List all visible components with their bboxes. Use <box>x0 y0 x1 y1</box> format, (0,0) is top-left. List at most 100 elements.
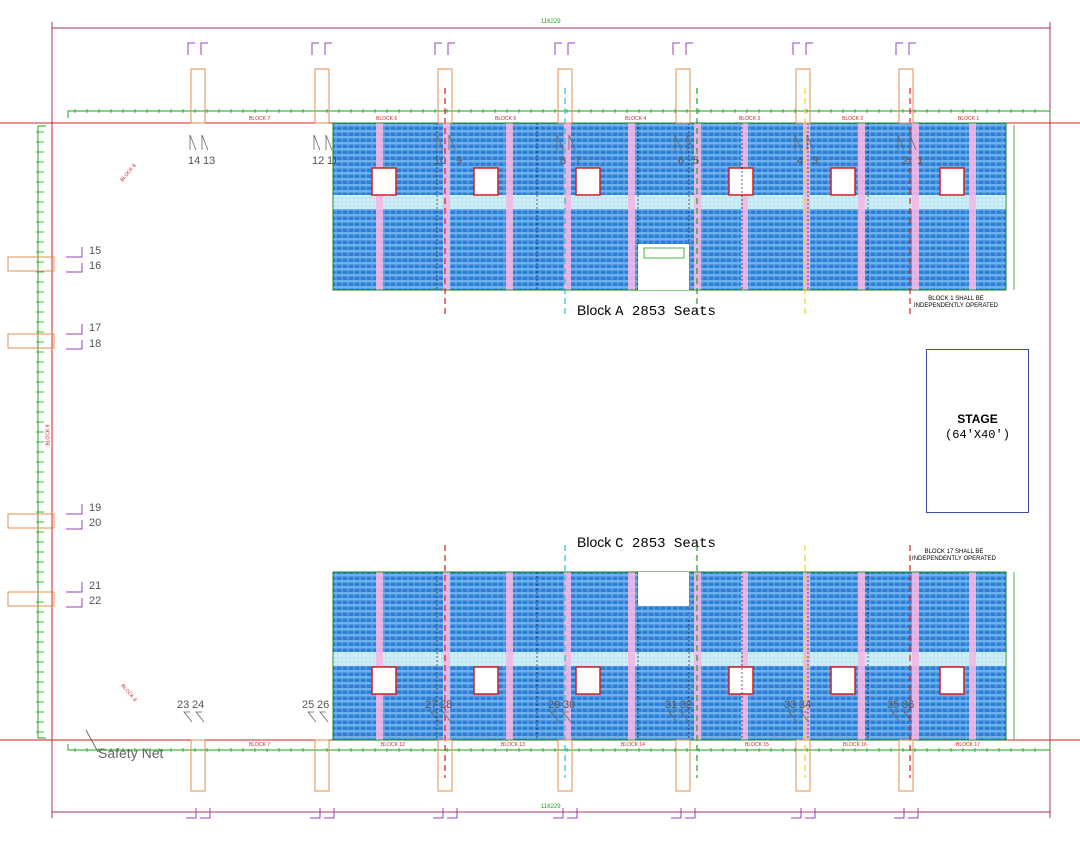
gate-number: 30 <box>563 699 576 711</box>
fence-bottom <box>67 744 1051 751</box>
door-symbol <box>66 263 83 273</box>
door-symbol <box>567 808 578 819</box>
block-a-word: Block <box>577 302 612 318</box>
door-symbol <box>433 808 444 819</box>
door-symbol <box>908 42 916 55</box>
gate-number: 2 <box>902 155 909 167</box>
gate-number: 11 <box>327 155 339 167</box>
door-symbol <box>183 711 193 723</box>
block-c-aisle <box>506 572 513 740</box>
gate-pillar-top <box>314 68 330 124</box>
block-a-aisle <box>628 123 635 290</box>
gate-number: 36 <box>902 699 915 711</box>
gate-number: 16 <box>89 260 102 272</box>
fence-top <box>67 110 1051 118</box>
gate-pillar-top <box>898 68 914 124</box>
door-symbol <box>553 808 564 819</box>
gate-pillar-bottom <box>557 739 573 792</box>
door-symbol <box>448 134 456 151</box>
block-c-vomitory <box>473 666 499 695</box>
door-symbol <box>200 808 211 819</box>
block-a-aisle <box>506 123 513 290</box>
door-symbol <box>909 134 917 151</box>
door-symbol <box>791 808 802 819</box>
block-a-aisle <box>969 123 976 290</box>
side-gate <box>7 513 55 529</box>
gate-pillar-top <box>675 68 691 124</box>
gate-number: 19 <box>89 502 102 514</box>
block-c-cross-aisle <box>333 652 1006 666</box>
gate-number: 31 <box>665 699 678 711</box>
door-symbol <box>554 42 562 55</box>
door-symbol <box>668 711 678 723</box>
block-c-aisle <box>858 572 865 740</box>
block-a-aisle <box>376 123 383 290</box>
door-symbol <box>66 340 83 350</box>
block-c-aisle <box>564 572 571 740</box>
block-a-title: Block A 2853 Seats <box>577 302 716 320</box>
stage-box: STAGE (64'X40') <box>926 349 1029 513</box>
door-symbol <box>788 711 798 723</box>
gate-pillar-top <box>557 68 573 124</box>
gate-number: 7 <box>575 155 582 167</box>
door-symbol <box>686 134 694 151</box>
door-symbol <box>310 808 321 819</box>
door-symbol <box>430 711 440 723</box>
gate-number: 6 <box>678 155 685 167</box>
stage-size: (64'X40') <box>945 428 1010 442</box>
block-label-bottom: BLOCK 14 <box>621 742 645 748</box>
block-c-aisle <box>741 572 748 740</box>
door-symbol <box>805 42 813 55</box>
door-symbol <box>201 134 209 151</box>
block17-note-line2: INDEPENDENTLY OPERATED <box>911 556 997 562</box>
block-a-aisle <box>443 123 450 290</box>
gate-number: 25 <box>302 699 315 711</box>
block-a-vomitory <box>728 167 754 196</box>
door-symbol <box>447 808 458 819</box>
block-c-aisle <box>803 572 810 740</box>
door-symbol <box>568 134 576 151</box>
block-label-bottom: BLOCK 7 <box>249 742 271 748</box>
door-symbol <box>447 42 455 55</box>
block-a-aisle <box>741 123 748 290</box>
block-a-aisle <box>912 123 919 290</box>
block-a-vomitory <box>371 167 397 196</box>
gate-number: 17 <box>89 322 102 334</box>
block17-note-line1: BLOCK 17 SHALL BE <box>924 549 984 555</box>
gate-number: 21 <box>89 580 102 592</box>
block-c-vomitory <box>939 666 965 695</box>
door-symbol <box>805 808 816 819</box>
gate-pillar-bottom <box>437 739 453 792</box>
block-label-top: BLOCK 1 <box>958 116 980 122</box>
block-c-vomitory <box>575 666 601 695</box>
gate-pillar-bottom <box>675 739 691 792</box>
gate-number: 29 <box>548 699 561 711</box>
door-symbol <box>66 520 83 530</box>
safety-net-pointer <box>85 729 99 753</box>
door-symbol <box>66 324 83 335</box>
stage-label: STAGE <box>957 412 998 426</box>
door-symbol <box>895 42 903 55</box>
block-c-aisle <box>443 572 450 740</box>
block-c-seats: C 2853 Seats <box>615 536 716 552</box>
door-symbol <box>685 42 693 55</box>
block-label-bottom: BLOCK 13 <box>501 742 525 748</box>
block-label-bottom: BLOCK 17 <box>956 742 980 748</box>
block-a-vomitory <box>575 167 601 196</box>
door-symbol <box>436 134 444 151</box>
block-label-top: BLOCK 5 <box>495 116 517 122</box>
door-symbol <box>674 134 682 151</box>
door-symbol <box>556 134 564 151</box>
door-symbol <box>671 808 682 819</box>
door-symbol <box>680 711 690 723</box>
door-symbol <box>66 504 83 515</box>
block-a-aisle <box>803 123 810 290</box>
block-label-top: BLOCK 6 <box>376 116 398 122</box>
block-c-notch-seats <box>638 606 689 620</box>
door-symbol <box>550 711 560 723</box>
door-symbol <box>891 711 901 723</box>
door-symbol <box>195 711 205 723</box>
gate-number: 34 <box>799 699 812 711</box>
block-label-top: BLOCK 3 <box>739 116 761 122</box>
